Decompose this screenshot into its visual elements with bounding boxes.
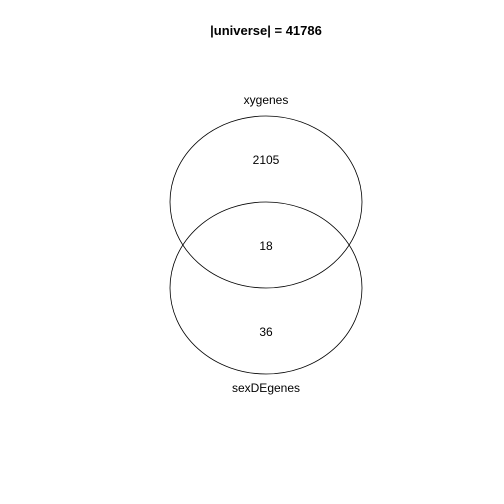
set-label-xygenes: xygenes — [244, 93, 289, 107]
count-sexdegenes-only: 36 — [259, 325, 273, 339]
count-intersection: 18 — [259, 239, 273, 253]
set-circle-xygenes — [169, 115, 363, 289]
diagram-title: |universe| = 41786 — [210, 23, 322, 38]
set-label-sexdegenes: sexDEgenes — [232, 381, 300, 395]
count-xygenes-only: 2105 — [253, 153, 280, 167]
set-circle-sexdegenes — [169, 201, 363, 375]
